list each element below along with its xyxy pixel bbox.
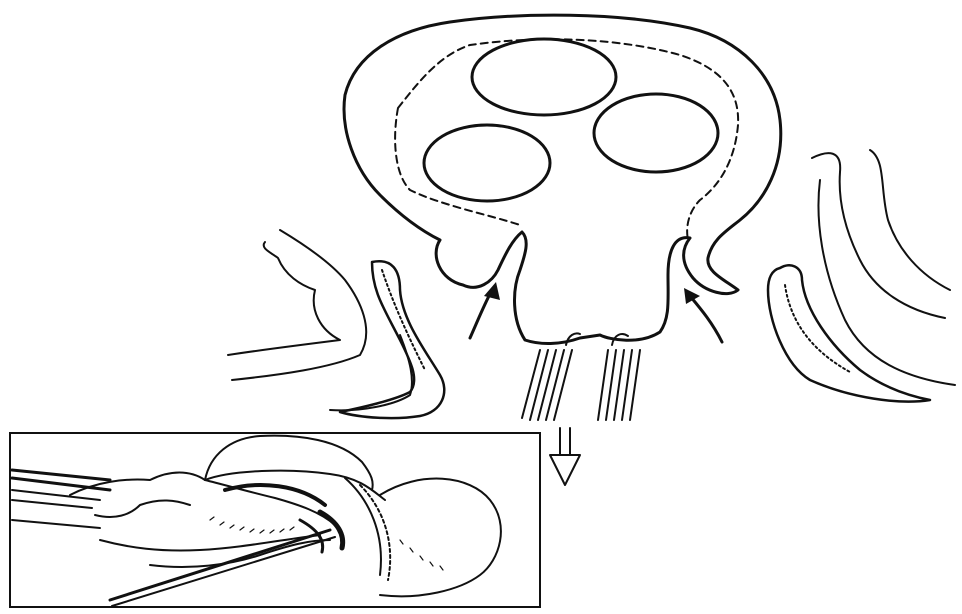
traction-sutures (522, 333, 640, 420)
left-pelvic-tissue (228, 230, 444, 418)
traction-direction-arrow (550, 428, 580, 485)
fibroid-left (424, 125, 550, 201)
left-vaginal-wall (340, 261, 444, 418)
endometrial-cavity-line (395, 39, 738, 240)
right-arrow (684, 288, 722, 342)
fibroid-right (594, 94, 718, 172)
left-arrow (470, 282, 500, 338)
uterus-outline (344, 15, 781, 343)
inset-frame (10, 433, 540, 607)
fibroid-top (472, 39, 616, 115)
right-vaginal-wall (768, 265, 930, 401)
right-pelvic-tissue (768, 150, 955, 402)
